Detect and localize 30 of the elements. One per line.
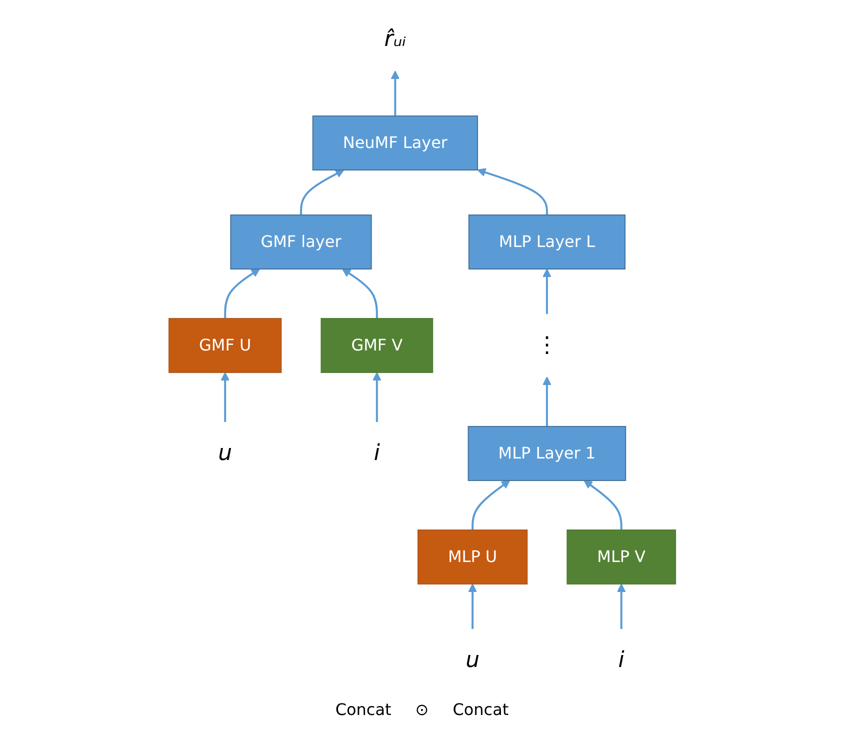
node-text: u xyxy=(465,648,480,673)
arrow xyxy=(342,268,378,318)
arrow xyxy=(224,268,260,318)
arrow xyxy=(220,372,230,422)
arrow xyxy=(300,170,344,215)
node-box: MLP Layer L xyxy=(468,214,626,270)
node-box: GMF layer xyxy=(230,214,372,270)
node-box: GMF U xyxy=(168,318,282,373)
note-text: Concat xyxy=(335,700,392,719)
node-text: i xyxy=(374,440,380,466)
node-box: MLP U xyxy=(417,530,528,584)
node-box: MLP Layer 1 xyxy=(468,426,626,481)
arrow xyxy=(542,376,552,426)
node-box: NeuMF Layer xyxy=(312,116,478,170)
note-text: Concat xyxy=(452,700,509,719)
arrow xyxy=(390,70,400,116)
node-box: MLP V xyxy=(566,530,676,584)
arrow xyxy=(476,168,548,215)
arrow xyxy=(542,268,552,314)
arrow xyxy=(468,584,477,629)
node-text: ⋮ xyxy=(536,332,558,358)
note-text: ⊙ xyxy=(415,700,429,719)
node-box: GMF V xyxy=(320,318,433,373)
arrow xyxy=(471,480,510,530)
node-text: u xyxy=(218,440,232,466)
arrow xyxy=(616,584,626,629)
node-text: r̂ᵤᵢ xyxy=(384,27,406,52)
arrow xyxy=(583,480,622,530)
node-text: i xyxy=(618,648,624,673)
arrow xyxy=(372,372,382,422)
